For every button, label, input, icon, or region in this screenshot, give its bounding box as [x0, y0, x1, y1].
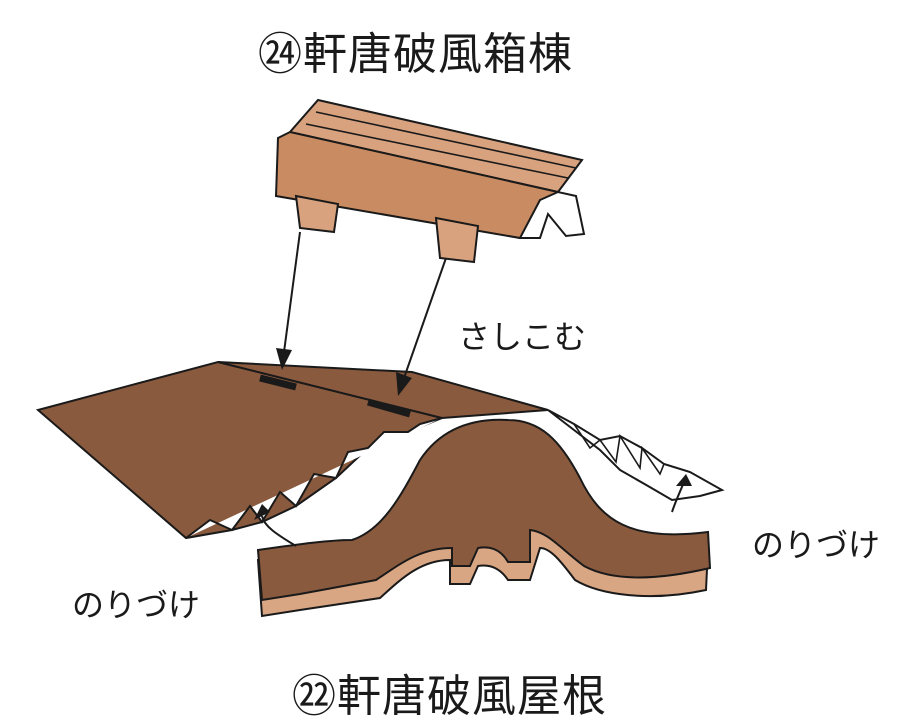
glue-label-right: のりづけ	[752, 526, 881, 564]
ridge-right-leg	[434, 216, 480, 264]
glue-arrows	[254, 474, 692, 547]
glue-label-left: のりづけ	[72, 586, 201, 624]
insert-arrows	[276, 231, 447, 396]
roof-part-title: ㉒軒唐破風屋根	[292, 671, 607, 722]
ridge-left-leg	[294, 194, 340, 234]
karahafu-roof	[256, 418, 712, 602]
right-glue-tabs	[547, 409, 725, 502]
insert-arrow-right	[396, 372, 412, 396]
left-glue-tabs	[185, 417, 443, 539]
ridge-piece	[274, 98, 586, 264]
insert-arrow-left	[276, 348, 292, 370]
glue-arrow-right	[676, 474, 692, 486]
insert-label: さしこむ	[458, 318, 587, 356]
glue-arrow-left	[254, 504, 270, 520]
left-insert-slot	[259, 374, 297, 391]
right-insert-slot	[367, 398, 411, 418]
ridge-end-tabs	[518, 190, 586, 239]
ridge-part-title: ㉔軒唐破風箱棟	[258, 29, 573, 80]
